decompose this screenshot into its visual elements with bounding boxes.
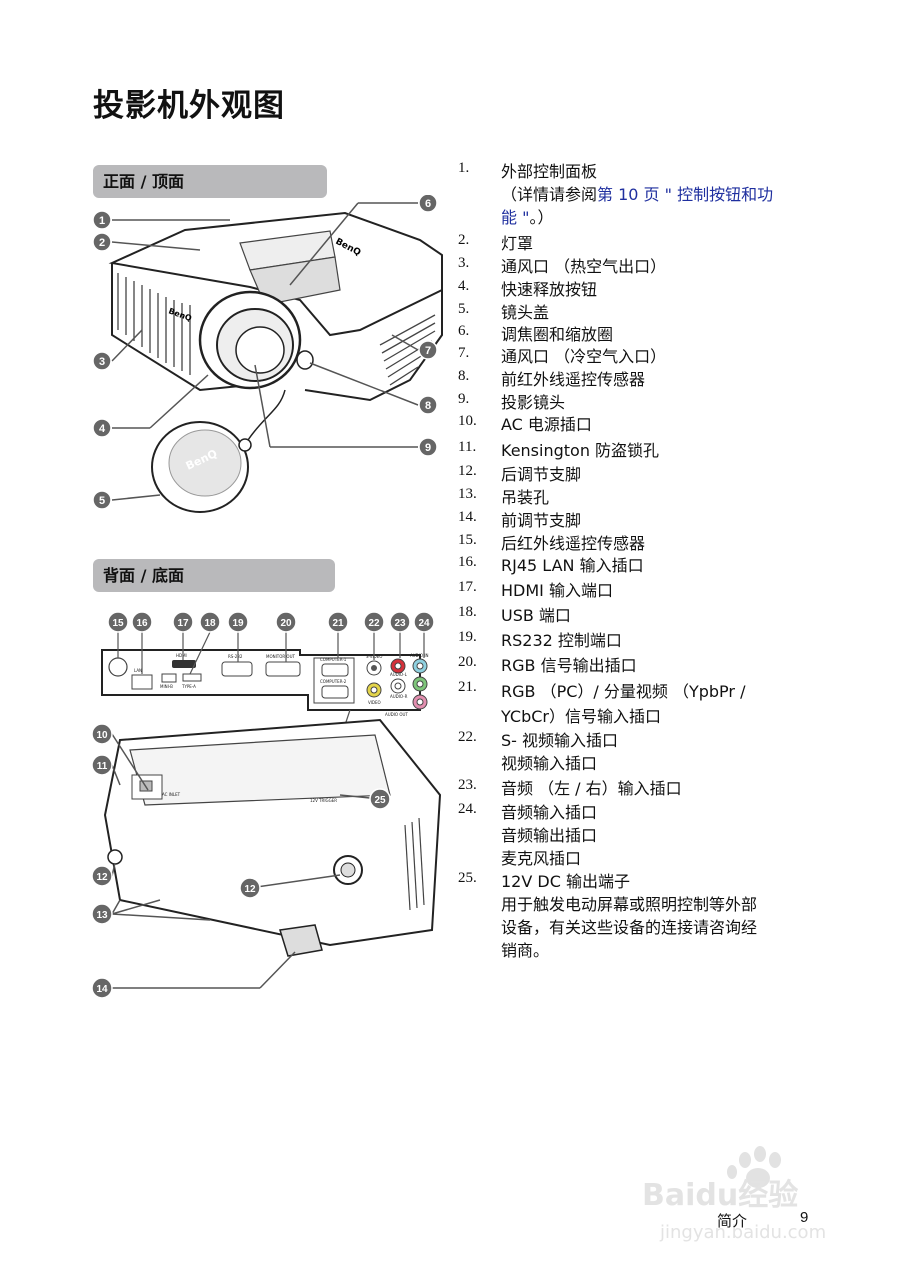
callout-5: 5 — [99, 495, 105, 507]
callout-7: 7 — [425, 345, 431, 357]
callout-4: 4 — [99, 423, 106, 435]
projector-front-diagram: BenQ BenQ BenQ 1 2 3 4 5 6 7 8 9 — [92, 195, 443, 513]
callout-1: 1 — [99, 215, 105, 227]
baidu-watermark: Baidu经验 jingyan.baidu.com — [642, 1146, 826, 1243]
svg-text:MINI-B: MINI-B — [160, 684, 173, 689]
callout-22: 22 — [368, 618, 380, 629]
projector-rear-bottom-diagram: LAN HDMI MINI-B TYPE-A RS-232 MONITOR OU… — [91, 611, 442, 999]
callout-3: 3 — [99, 356, 105, 368]
svg-text:COMPUTER-1: COMPUTER-1 — [320, 657, 347, 662]
svg-text:LAN: LAN — [134, 668, 142, 673]
page-number: 9 — [800, 1209, 809, 1226]
svg-text:AUDIO IN: AUDIO IN — [410, 653, 429, 658]
svg-text:AUDIO OUT: AUDIO OUT — [385, 712, 408, 717]
trigger-label: 12V TRIGGER — [310, 798, 337, 803]
ac-inlet-label: AC INLET — [162, 792, 181, 797]
section-header-rear-bottom: 背面 / 底面 — [93, 559, 335, 592]
callout-18: 18 — [204, 618, 216, 629]
callout-11: 11 — [97, 761, 108, 772]
callout-13: 13 — [96, 910, 108, 921]
brand-logo-side: BenQ — [167, 306, 193, 323]
callout-19: 19 — [232, 618, 244, 629]
callout-10: 10 — [96, 730, 108, 741]
svg-text:MONITOR OUT: MONITOR OUT — [266, 654, 295, 659]
page-10-link-cont[interactable]: 能 " — [501, 208, 530, 227]
page-10-link[interactable]: 第 10 页 " 控制按钮和功 — [597, 185, 774, 204]
svg-text:COMPUTER-2: COMPUTER-2 — [320, 679, 347, 684]
callout-20: 20 — [280, 618, 292, 629]
svg-text:TYPE-A: TYPE-A — [181, 684, 196, 689]
callout-24: 24 — [418, 618, 430, 629]
callout-12-bottom: 12 — [244, 884, 256, 895]
callout-16: 16 — [136, 618, 148, 629]
callout-25: 25 — [374, 795, 386, 806]
svg-text:AUDIO-R: AUDIO-R — [390, 694, 408, 699]
svg-text:HDMI: HDMI — [176, 653, 187, 658]
page-title: 投影机外观图 — [93, 88, 285, 124]
callout-9: 9 — [425, 442, 431, 454]
callout-8: 8 — [425, 400, 431, 412]
svg-text:AUDIO-L: AUDIO-L — [390, 672, 408, 677]
callout-23: 23 — [394, 618, 406, 629]
callout-6: 6 — [425, 198, 431, 210]
section-header-front-top: 正面 / 顶面 — [93, 165, 327, 198]
callout-15: 15 — [112, 618, 124, 629]
svg-text:RS-232: RS-232 — [228, 654, 243, 659]
callout-17: 17 — [177, 618, 189, 629]
svg-text:VIDEO: VIDEO — [368, 700, 381, 705]
watermark-text: Baidu经验 — [642, 1178, 798, 1213]
watermark-url: jingyan.baidu.com — [659, 1222, 826, 1243]
footer-section-label: 简介 — [717, 1212, 748, 1230]
callout-21: 21 — [332, 618, 344, 629]
front-callouts: 1 2 3 4 5 6 7 8 9 — [92, 195, 438, 510]
callout-12-rear: 12 — [96, 872, 108, 883]
callout-14: 14 — [96, 984, 108, 995]
callout-2: 2 — [99, 237, 105, 249]
